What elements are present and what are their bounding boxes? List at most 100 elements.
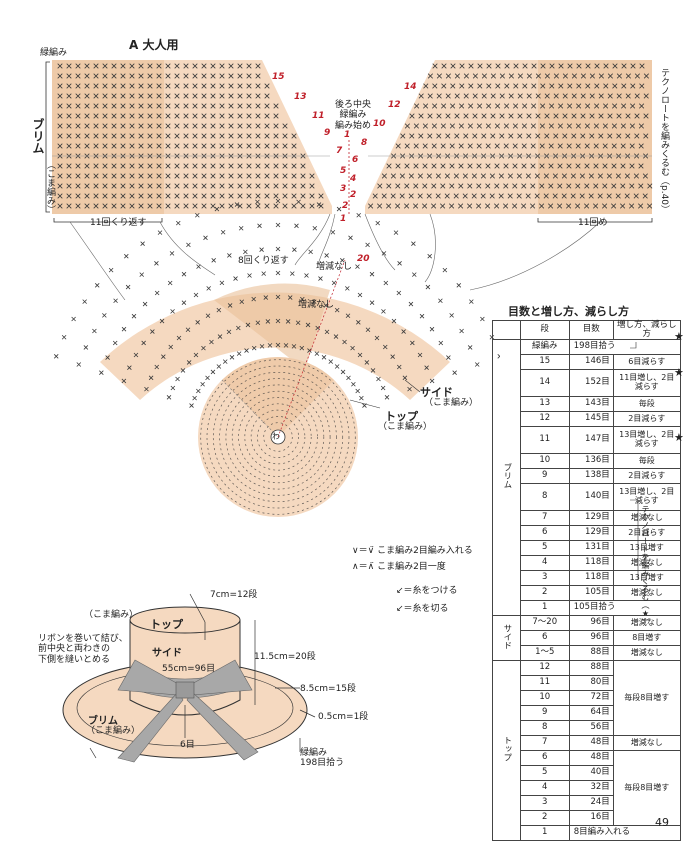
stitch-mark xyxy=(99,370,104,375)
inc-symbol-icon: ∨＝∨̈ xyxy=(352,546,375,556)
stitch-mark xyxy=(120,133,126,139)
stitch-mark xyxy=(66,203,72,209)
stitch-mark xyxy=(579,193,585,199)
stitch-mark xyxy=(165,103,171,109)
brim-koma-label: （こま編み） xyxy=(45,160,55,214)
stitch-mark xyxy=(548,203,554,209)
stitch-mark xyxy=(370,368,376,373)
stitch-mark xyxy=(543,193,549,199)
stitch-mark xyxy=(75,173,81,179)
repeat-8-label: 8回くり返す xyxy=(238,256,289,266)
stitch-mark xyxy=(602,123,608,129)
stitch-mark xyxy=(440,143,446,149)
row-dan: 13 xyxy=(519,395,570,412)
stitch-mark xyxy=(480,193,486,199)
stitch-mark xyxy=(427,93,433,99)
stitch-mark xyxy=(282,183,288,189)
stitch-mark xyxy=(530,123,536,129)
stitch-mark xyxy=(516,193,522,199)
stitch-mark xyxy=(309,203,315,209)
stitch-mark xyxy=(597,173,603,179)
stitch-mark xyxy=(340,258,345,263)
stitch-mark xyxy=(535,73,541,79)
row-number-2b: 2 xyxy=(342,201,349,211)
stitch-mark xyxy=(138,123,144,129)
stitch-mark xyxy=(452,370,457,375)
stitch-mark xyxy=(472,133,478,139)
stitch-mark xyxy=(275,294,281,300)
stitch-mark xyxy=(291,163,297,169)
stitch-mark xyxy=(220,229,226,235)
stitch-mark xyxy=(381,309,386,314)
stitch-mark xyxy=(192,83,198,89)
stitch-mark xyxy=(476,163,482,169)
stitch-mark xyxy=(535,93,541,99)
stitch-mark xyxy=(129,203,135,209)
stitch-mark xyxy=(210,183,216,189)
stitch-mark xyxy=(84,63,90,69)
row-me: 56目 xyxy=(568,719,614,736)
stitch-mark xyxy=(594,63,600,69)
stitch-mark xyxy=(630,83,636,89)
stitch-mark xyxy=(382,344,388,350)
stitch-mark xyxy=(84,93,90,99)
stitch-mark xyxy=(245,322,251,328)
stitch-mark xyxy=(219,73,225,79)
stitch-mark xyxy=(66,103,72,109)
stitch-mark xyxy=(624,193,630,199)
stitch-mark xyxy=(431,203,437,209)
stitch-mark xyxy=(111,63,117,69)
stitch-mark xyxy=(490,133,496,139)
stitch-mark xyxy=(445,133,451,139)
row-how: 増減なし xyxy=(612,644,681,661)
stitch-mark xyxy=(275,246,281,252)
stitch-mark xyxy=(138,183,144,189)
stitch-mark xyxy=(66,183,72,189)
stitch-mark xyxy=(365,242,370,248)
stitch-mark xyxy=(61,334,67,340)
stitch-mark xyxy=(634,113,640,119)
stitch-mark xyxy=(237,183,243,189)
row-number-9: 9 xyxy=(324,128,331,138)
stitch-mark xyxy=(273,193,279,199)
stitch-mark xyxy=(300,163,306,169)
stitch-mark xyxy=(449,123,455,129)
stitch-mark xyxy=(499,133,505,139)
stitch-mark xyxy=(585,63,591,69)
stitch-ring xyxy=(219,378,337,496)
stitch-mark xyxy=(499,73,505,79)
stitch-mark xyxy=(294,223,299,229)
stitch-mark xyxy=(210,369,216,375)
stitch-mark xyxy=(432,83,438,89)
stitch-mark xyxy=(598,93,604,99)
stitch-mark xyxy=(593,143,599,149)
stitch-mark xyxy=(264,113,270,119)
row-me: 8目編み入れる xyxy=(568,824,681,841)
stitch-mark xyxy=(575,143,581,149)
row-dan: 11 xyxy=(519,425,570,454)
stitch-mark xyxy=(526,113,532,119)
stitch-mark xyxy=(570,173,576,179)
stitch-mark xyxy=(584,163,590,169)
stitch-mark xyxy=(138,203,144,209)
row-number-11: 11 xyxy=(312,111,325,121)
stitch-mark xyxy=(275,318,281,324)
stitch-mark xyxy=(494,203,500,209)
stitch-mark xyxy=(237,163,243,169)
stitch-mark xyxy=(251,296,256,302)
stitch-mark xyxy=(75,123,81,129)
stitch-mark xyxy=(638,143,644,149)
measure-55cm: 55cm=96目 xyxy=(162,664,216,674)
stitch-mark xyxy=(548,183,554,189)
top-sub-label: （こま編み） xyxy=(378,422,433,432)
stitch-mark xyxy=(183,173,189,179)
stitch-mark xyxy=(539,183,545,189)
stitch-mark xyxy=(567,63,573,69)
stitch-mark xyxy=(462,193,468,199)
